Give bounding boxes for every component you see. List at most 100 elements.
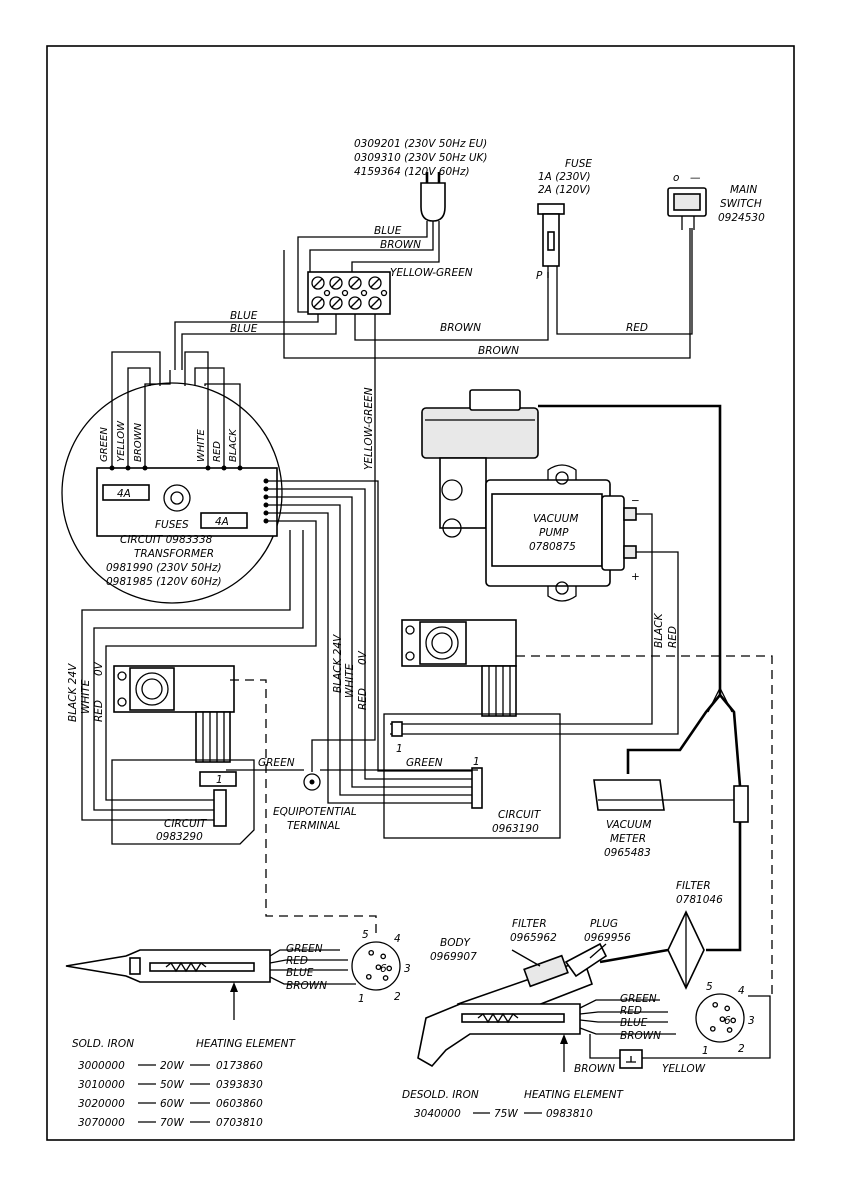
terminal-screw-slot [350,298,360,308]
desolder-wire-yellow [589,995,771,1059]
wire-pump-black [390,513,653,725]
socket-screw-icon [117,697,127,707]
solder-label-blue: BLUE [286,967,314,979]
desolder-connector-icon [695,993,745,1043]
circuit-0963190: 1 1 CIRCUIT 0963190 [383,619,561,839]
vacuum-meter-body [593,779,665,811]
solder-row-power: 70W [160,1117,184,1129]
equipotential-label-2: TERMINAL [287,820,341,832]
wire-pump-red [390,551,679,735]
wire-label-black24v-left: BLACK 24V [67,663,79,722]
terminal-screws [311,276,388,310]
desolder-label-yellow: YELLOW [662,1063,706,1075]
transformer: 4A 4A FUSES CIRCUIT 0983338 TRANSFORMER … [61,351,283,604]
vacuum-meter-part: 0965483 [604,847,651,859]
terminal-screw-slot [331,278,341,288]
body-part-title: BODY [440,937,472,949]
pump-bracket-hole-icon [442,518,462,538]
vacuum-meter-label-1: VACUUM [606,819,651,831]
terminal-screw-slot [370,298,380,308]
desolder-wire-blue [579,1019,668,1023]
pump-mount-hole-icon [555,581,569,595]
vacuum-meter-label-2: METER [610,833,646,845]
wire-blue-1 [174,314,319,370]
terminal-screw-icon [348,276,362,290]
socket-right-inner [431,632,453,654]
fuse-title: FUSE [565,158,592,170]
pump-terminal-cap [601,495,625,571]
transformer-terminal-dot [142,465,148,471]
vacuum-y-joint [707,687,733,713]
pump-mount-tab [547,464,577,480]
transformer-wire-red: RED [212,441,223,462]
transformer-circuit-label: CIRCUIT 0983338 [120,534,213,546]
desolder-connector-pin-1 [709,1025,716,1032]
transformer-outline [61,382,283,604]
transformer-fuse-b-label: 4A [215,516,229,528]
transformer-winding [194,367,225,468]
solder-connector-pin-label-1: 1 [358,993,365,1005]
pump-minus-label: − [631,495,640,507]
solder-connector-pin-label-2: 2 [394,991,401,1003]
terminal-screw-icon [348,296,362,310]
pump-mount-tab [547,586,577,602]
desolder-connector-pin-2 [726,1027,733,1033]
socket-right-flange [419,621,467,665]
transformer-fuses-label: FUSES [155,519,189,531]
solder-connector-pin-label-5: 5 [362,929,369,941]
wire-secondary-3 [266,496,478,788]
pump-label-vacuum: VACUUM [533,513,578,525]
solder-row-power: 20W [160,1060,184,1072]
terminal-screw-slot [313,278,323,288]
solder-label-red: RED [286,955,308,967]
vacuum-hose-pump [538,404,722,695]
transformer-fuse-b [200,512,248,529]
circuit-left-pin-box [199,771,237,787]
dashed-link-solder [230,679,377,938]
transformer-bolt-inner-icon [170,491,184,505]
solder-row-code: 3000000 [78,1060,125,1072]
transformer-part-120: 0981985 (120V 60Hz) [106,576,222,588]
wire-label-yellow-green: YELLOW-GREEN [390,267,473,279]
solder-heating-label: HEATING ELEMENT [196,1038,296,1050]
solder-row-part: 0393830 [216,1079,263,1091]
solder-wire-red [269,959,348,964]
terminal-link-icon [341,289,349,297]
wire-label-red-mid: RED [357,688,369,710]
solder-row-power: 50W [160,1079,184,1091]
fuse-rating-120: 2A (120V) [538,184,591,196]
socket-screw-icon [405,651,415,661]
wire-label-red-left: RED [93,700,105,722]
solder-connector-pin-3 [386,965,393,972]
transformer-terminal-dot [205,465,211,471]
wire-label-blue: BLUE [374,225,402,237]
desolder-filter-icon [523,954,569,988]
desolder-connector-pin-label-6: 6 [724,1015,731,1027]
main-switch: o — MAIN SWITCH 0924530 [667,172,765,230]
switch-part-number: 0924530 [718,212,765,224]
plug-code-us: 4159364 (120V 60Hz) [354,166,470,178]
plug-part-number: 0969956 [584,932,631,944]
transformer-wire-black: BLACK [228,428,239,462]
transformer-wire-yellow: YELLOW [116,420,127,462]
terminal-link-icon [360,289,368,297]
wire-label-blue-1: BLUE [230,310,258,322]
socket-right-ribbon [481,665,517,717]
equipotential-terminal-icon [303,773,321,791]
desoldering-iron: BODY 0969907 FILTER 0965962 PLUG 0969956… [402,918,771,1120]
solder-connector-pin-label-6: 6 [380,963,387,975]
desolder-connector-pin-label-1: 1 [702,1045,709,1057]
transformer-fuse-a-label: 4A [117,488,131,500]
solder-connector-pin-5 [368,949,375,956]
desolder-label-blue: BLUE [620,1017,648,1029]
circuit-right-pin-a: 1 [396,743,403,755]
wire-label-pump-red: RED [667,626,679,648]
circuit-right-pin-b: 1 [473,756,480,768]
terminal-screw-slot [331,298,341,308]
socket-left-flange [129,667,175,711]
plug-code-uk: 0309310 (230V 50Hz UK) [354,152,488,164]
wire-label-brown-3: BROWN [478,345,519,357]
solder-heating-element-icon [165,961,207,973]
